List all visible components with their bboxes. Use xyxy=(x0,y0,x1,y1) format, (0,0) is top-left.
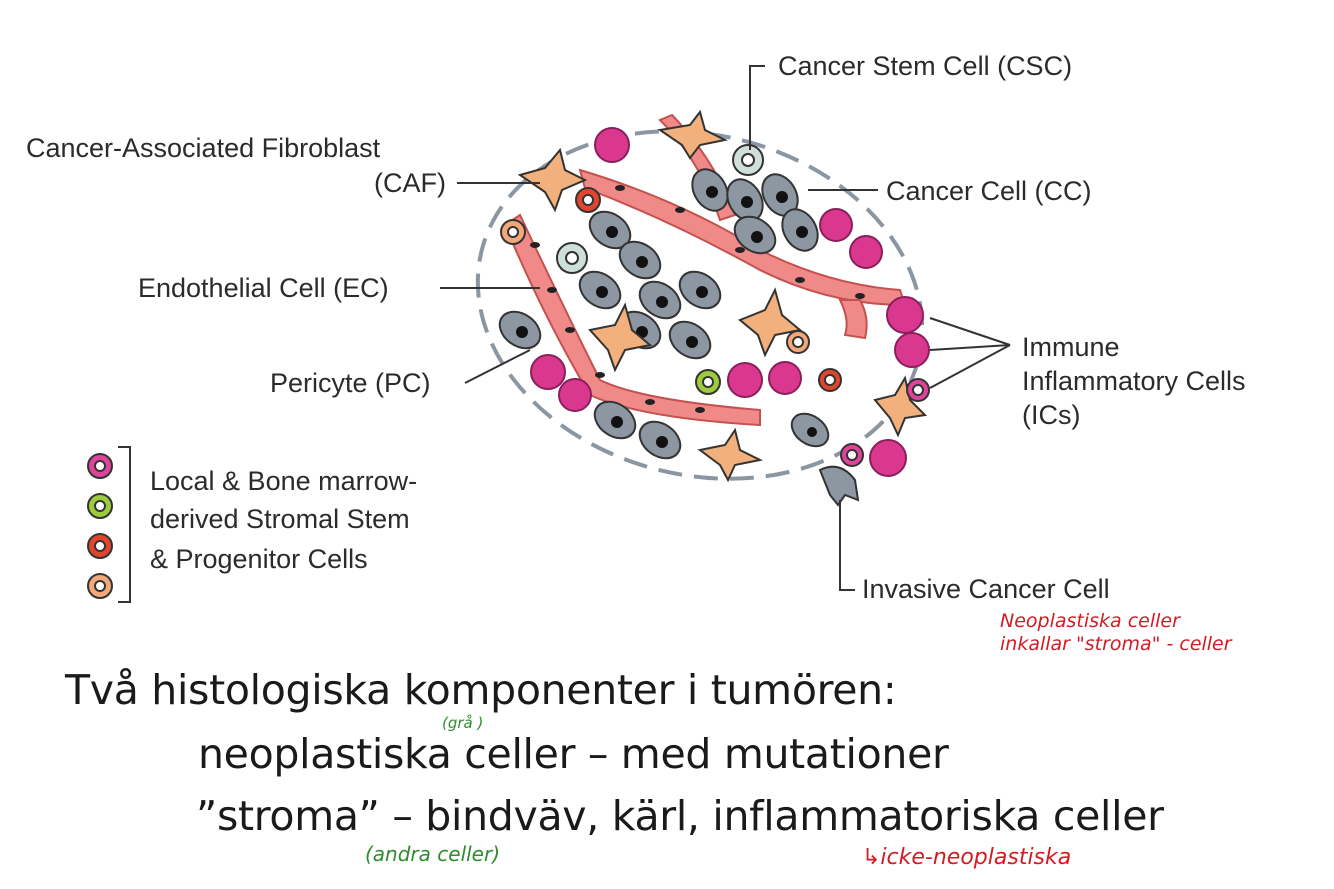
ic-label-line2: Inflammatory Cells xyxy=(1022,366,1246,396)
legend-label-line1: Local & Bone marrow- xyxy=(150,466,418,496)
legend-swatch-center xyxy=(94,500,106,512)
caf-label-line1: Cancer-Associated Fibroblast xyxy=(26,133,381,163)
red-note-line2: inkallar "stroma" - celler xyxy=(1000,633,1232,655)
cc-label: Cancer Cell (CC) xyxy=(886,176,1092,206)
bullet-neoplastic: neoplastiska celler – med mutationer xyxy=(198,730,949,778)
legend xyxy=(87,446,131,603)
legend-swatch-center xyxy=(94,460,106,472)
ic-label-line3: (ICs) xyxy=(1022,400,1081,430)
pc-label: Pericyte (PC) xyxy=(270,368,431,398)
legend-label-line2: derived Stromal Stem xyxy=(150,504,410,534)
immune-cells xyxy=(530,127,930,477)
ic-label-line1: Immune xyxy=(1022,332,1120,362)
caf-label-line2: (CAF) xyxy=(374,168,446,198)
endothelial-nuclei xyxy=(530,185,865,413)
red-icke-note: ↳icke-neoplastiska xyxy=(862,845,1072,870)
invasive-label: Invasive Cancer Cell xyxy=(862,574,1110,604)
heading-text: Två histologiska komponenter i tumören: xyxy=(65,666,897,714)
leader-lines xyxy=(440,65,1011,591)
legend-swatch-center xyxy=(94,540,106,552)
legend-label-line3: & Progenitor Cells xyxy=(150,544,368,574)
legend-swatches xyxy=(87,453,113,599)
cancer-cell-nuclei xyxy=(516,186,817,448)
fibroblasts xyxy=(517,109,928,483)
csc-label: Cancer Stem Cell (CSC) xyxy=(778,51,1073,81)
red-note-line1: Neoplastiska celler xyxy=(1000,610,1180,632)
bullet-stroma: ”stroma” – bindväv, kärl, inflammatorisk… xyxy=(196,792,1164,840)
green-andra-note: (andra celler) xyxy=(365,842,501,866)
progenitor-cells xyxy=(500,187,930,467)
legend-swatch-center xyxy=(94,580,106,592)
ec-label: Endothelial Cell (EC) xyxy=(138,273,389,303)
green-gra-note: (grå ) xyxy=(442,714,484,732)
cancer-stem-cells xyxy=(556,144,764,274)
